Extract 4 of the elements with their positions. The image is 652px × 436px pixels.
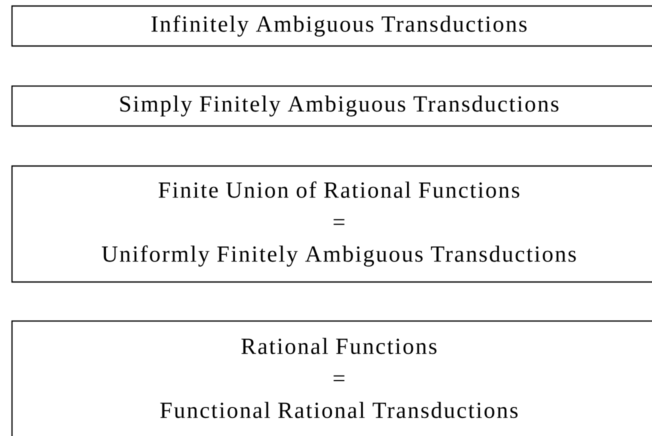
class-box: Simply Finitely Ambiguous Transductions <box>11 85 652 127</box>
class-box: Finite Union of Rational Functions = Uniformly Finitely Ambiguous Transductions <box>11 165 652 283</box>
class-box: Rational Functions = Functional Rational Transductions <box>11 320 652 436</box>
class-box: Infinitely Ambiguous Transductions <box>11 5 652 47</box>
